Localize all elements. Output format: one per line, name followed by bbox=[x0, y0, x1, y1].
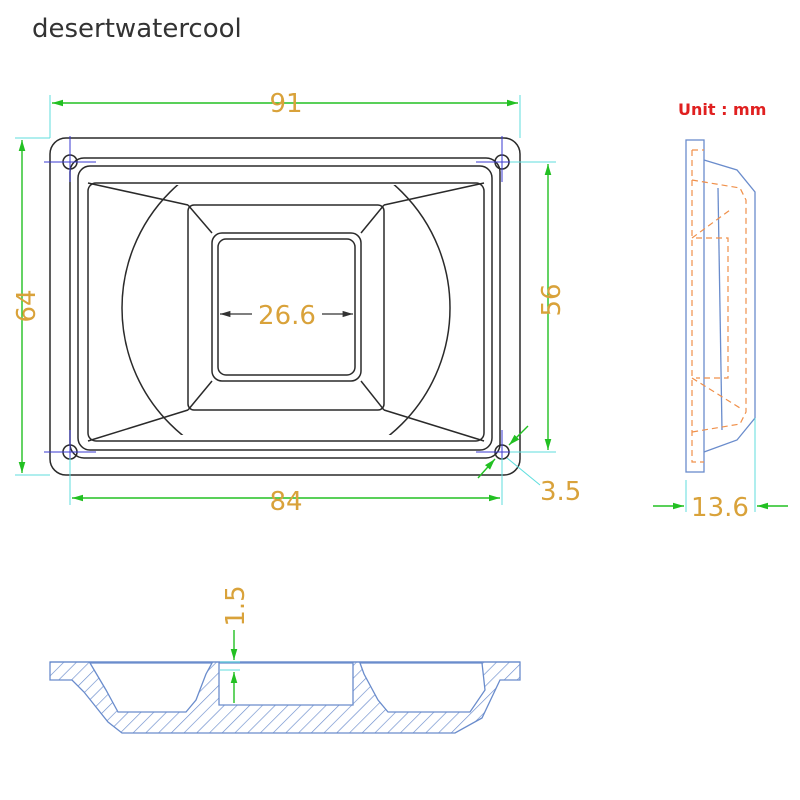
dim-window-width: 26.6 bbox=[258, 301, 316, 331]
side-view: 13.6 bbox=[653, 139, 788, 523]
unit-label: Unit : mm bbox=[678, 100, 767, 119]
dim-overall-width: 91 bbox=[269, 89, 302, 119]
dim-hole-diameter: 3.5 bbox=[540, 477, 581, 507]
dim-hole-spacing-horizontal: 84 bbox=[269, 487, 302, 517]
dim-overall-height: 64 bbox=[12, 289, 42, 322]
top-view: 91 64 56 84 3.5 26.6 bbox=[12, 89, 581, 517]
dim-hole-spacing-vertical: 56 bbox=[537, 283, 567, 316]
section-view: 1.5 bbox=[49, 585, 521, 734]
dim-depth: 13.6 bbox=[691, 493, 749, 523]
brand-watermark: desertwatercool bbox=[32, 14, 242, 44]
dim-wall-thickness: 1.5 bbox=[221, 585, 251, 626]
